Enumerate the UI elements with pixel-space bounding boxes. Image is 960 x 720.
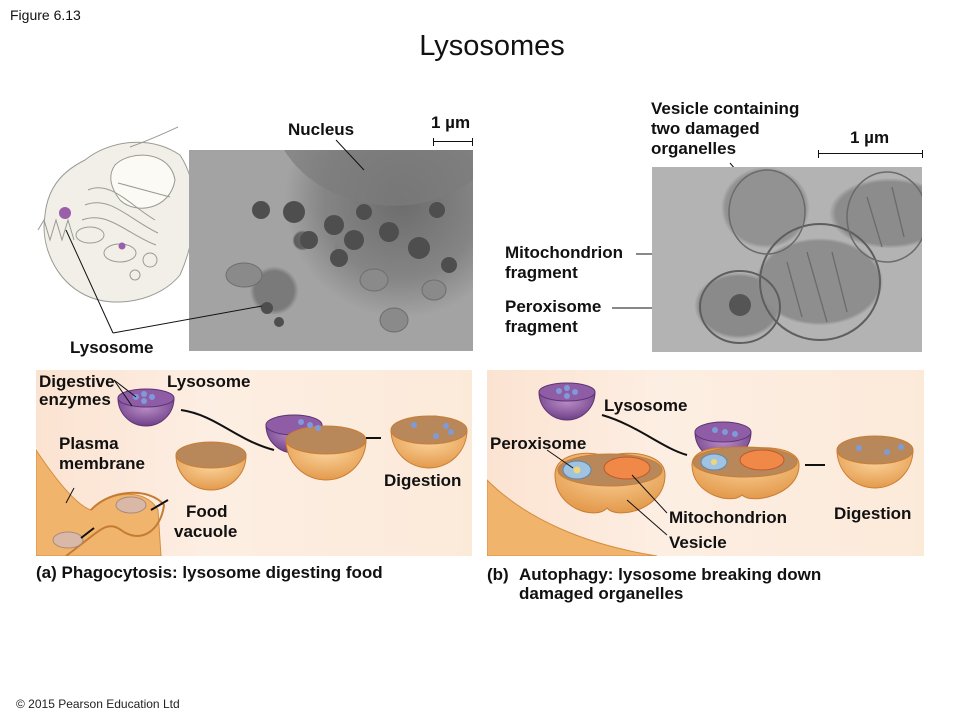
plasma-membrane-shape	[487, 479, 658, 556]
mitochondrion-label: Mitochondrion	[669, 508, 788, 527]
panel-a-caption-text: Phagocytosis: lysosome digesting food	[61, 563, 383, 582]
mitochondrion-fragment-label-line2: fragment	[505, 263, 578, 282]
enzyme-dots	[133, 391, 155, 404]
lysosome-micrograph	[189, 150, 473, 351]
scale-bar-left	[433, 138, 473, 146]
lysosome-label-b: Lysosome	[604, 396, 688, 415]
page-title: Lysosomes	[419, 30, 565, 62]
digestive-enzymes-label-line1: Digestive	[39, 372, 115, 391]
lysosome-marker	[59, 207, 71, 219]
panel-b-caption-line2: damaged organelles	[519, 584, 684, 603]
peroxisome-fragment-label-line1: Peroxisome	[505, 297, 602, 316]
panel-a-phagocytosis: Digestive enzymes Lysosome Plasma membra…	[36, 370, 472, 556]
lysosome-marker	[118, 242, 126, 250]
digestion-label-b: Digestion	[834, 504, 912, 523]
mitochondrion-fragment-label-line1: Mitochondrion	[505, 243, 624, 262]
figure-number: Figure 6.13	[10, 7, 81, 23]
arrow	[601, 414, 688, 456]
vesicle-label: Vesicle	[669, 533, 727, 552]
food-vacuole-label-line1: Food	[186, 502, 228, 521]
panel-b-caption-line1: Autophagy: lysosome breaking down	[519, 565, 822, 584]
arrow	[150, 499, 169, 511]
plasma-membrane-label-line1: Plasma	[59, 434, 119, 453]
vesicle-label-line2: two damaged	[651, 119, 760, 138]
lysosome-label-a: Lysosome	[167, 372, 251, 391]
panel-a-caption-letter: (a)	[36, 563, 57, 582]
peroxisome-label: Peroxisome	[490, 434, 587, 453]
panel-a-caption: (a) Phagocytosis: lysosome digesting foo…	[36, 563, 383, 582]
panel-b-autophagy: Lysosome Peroxisome Mitochondrion Vesicl…	[487, 370, 924, 556]
plasma-membrane-label-line2: membrane	[59, 454, 145, 473]
digestive-enzymes-label-line2: enzymes	[39, 390, 111, 409]
lysosome-label-left: Lysosome	[70, 338, 154, 357]
vesicle-label-line1: Vesicle containing	[651, 99, 800, 118]
digestion-label-a: Digestion	[384, 471, 462, 490]
arrow	[180, 409, 275, 451]
scale-bar-right	[818, 150, 923, 158]
nucleus-label: Nucleus	[288, 120, 355, 139]
vesicle-label-line3: organelles	[651, 139, 737, 158]
arrow	[80, 527, 95, 539]
scale-bar-label-right: 1 µm	[850, 128, 890, 147]
peroxisome-fragment-label-line2: fragment	[505, 317, 578, 336]
autophagy-micrograph	[652, 167, 922, 352]
cell-drawing	[30, 125, 200, 325]
food-vacuole-label-line2: vacuole	[174, 522, 238, 541]
panel-b-caption-letter: (b)	[487, 565, 509, 584]
scale-bar-label-left: 1 µm	[431, 113, 471, 132]
copyright-notice: © 2015 Pearson Education Ltd	[16, 697, 180, 711]
